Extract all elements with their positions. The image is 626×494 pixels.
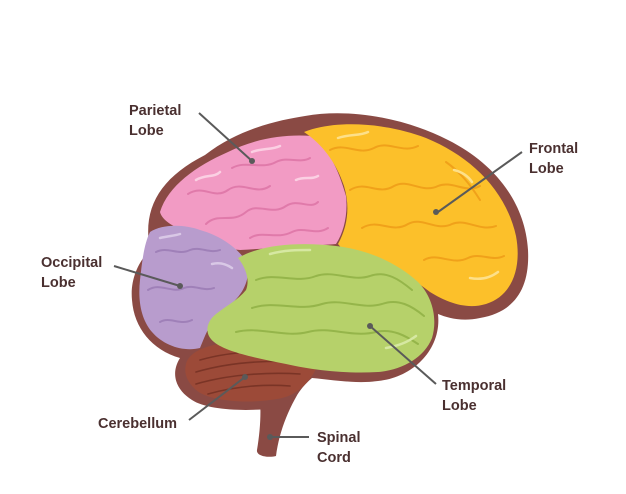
label-temporal-line1: Temporal <box>442 378 507 394</box>
label-frontal-line2: Lobe <box>529 161 564 177</box>
label-cerebellum: Cerebellum <box>98 414 177 434</box>
label-occipital-lobe: Occipital Lobe <box>41 253 102 293</box>
label-frontal-lobe: Frontal Lobe <box>529 139 578 179</box>
leader-line-cerebellum <box>188 376 246 421</box>
occipital-highlights <box>158 232 234 270</box>
frontal-gyri <box>329 144 505 262</box>
label-occipital-line2: Lobe <box>41 275 76 291</box>
label-parietal-lobe: Parietal Lobe <box>129 101 181 141</box>
leader-lines <box>113 112 523 438</box>
label-frontal-line1: Frontal <box>529 141 579 157</box>
occipital-gyri <box>147 247 221 323</box>
pointer-dot-temporal <box>367 323 373 329</box>
leader-line-temporal <box>369 325 437 385</box>
parietal-highlights <box>194 144 320 182</box>
parietal-lobe <box>160 135 347 250</box>
pointer-dot-cerebellum <box>242 374 248 380</box>
pointer-dots <box>177 158 439 440</box>
temporal-highlights <box>268 248 418 350</box>
leader-line-frontal <box>437 151 523 213</box>
label-spinal-line2: Cord <box>317 450 351 466</box>
pointer-dot-parietal <box>249 158 255 164</box>
label-parietal-line1: Parietal <box>129 103 182 119</box>
label-spinal-cord: Spinal Cord <box>317 428 361 468</box>
temporal-lobe <box>207 244 435 373</box>
label-spinal-line1: Spinal <box>317 430 361 446</box>
label-parietal-line2: Lobe <box>129 123 164 139</box>
leader-line-parietal <box>198 112 253 162</box>
pointer-dot-spinal-cord <box>267 434 273 440</box>
occipital-lobe <box>139 225 249 350</box>
pointer-dot-occipital <box>177 283 183 289</box>
frontal-highlights <box>336 130 500 280</box>
label-occipital-line1: Occipital <box>41 255 103 271</box>
label-cerebellum-line1: Cerebellum <box>98 416 177 432</box>
label-temporal-line2: Lobe <box>442 398 477 414</box>
cerebellum-folds <box>195 350 307 395</box>
temporal-gyri <box>235 273 425 345</box>
pointer-dot-frontal <box>433 209 439 215</box>
label-temporal-lobe: Temporal Lobe <box>442 376 506 416</box>
frontal-lobe <box>304 124 518 307</box>
parietal-gyri <box>187 157 329 239</box>
leader-line-occipital <box>113 265 181 287</box>
